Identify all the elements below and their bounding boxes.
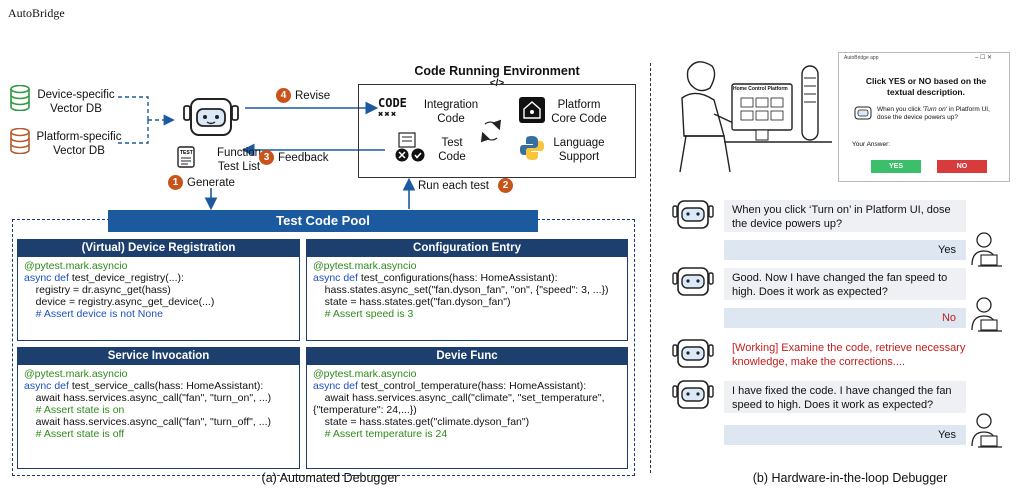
person-at-computer-illustration bbox=[679, 61, 832, 173]
window-question: When you click 'Turn on' in Platform UI,… bbox=[877, 106, 990, 121]
caption-left: (a) Automated Debugger bbox=[261, 471, 399, 485]
card-title: Service Invocation bbox=[18, 348, 299, 365]
card-title: Configuration Entry bbox=[307, 240, 627, 257]
code-line: @pytest.mark.asyncio bbox=[24, 368, 128, 380]
card-devie-func: Devie Func @pytest.mark.asyncio async de… bbox=[306, 347, 628, 469]
caption-right: (b) Hardware-in-the-loop Debugger bbox=[752, 471, 948, 485]
robot-icon bbox=[183, 98, 239, 136]
device-db-label: Device-specific Vector DB bbox=[37, 89, 115, 115]
chat-message-1: When you click ‘Turn on’ in Platform UI,… bbox=[724, 200, 966, 232]
platform-db-icon bbox=[10, 128, 30, 154]
env-title: Code Running Environment bbox=[414, 64, 580, 78]
code-icon-glyphs: ✖✖✖ bbox=[378, 110, 398, 120]
code-line: @pytest.mark.asyncio bbox=[24, 260, 128, 272]
env-tag: </> bbox=[489, 78, 505, 89]
language-support-label: Language Support bbox=[553, 137, 605, 163]
code-line: registry = dr.async_get(hass) bbox=[24, 284, 171, 296]
person-icon bbox=[971, 297, 1003, 332]
app-title: AutoBridge bbox=[8, 6, 65, 20]
window-controls[interactable]: – ☐ ✕ bbox=[975, 55, 993, 61]
monitor-title: Home Control Platform bbox=[733, 86, 788, 92]
code-line: state = hass.states.get("fan.dyson_fan") bbox=[313, 296, 511, 308]
code-keyword: async def bbox=[313, 272, 358, 284]
step-3-badge: 3 bbox=[259, 150, 274, 165]
code-line: await hass.services.async_call("climate"… bbox=[313, 392, 605, 404]
code-line: state = hass.states.get("climate.dyson_f… bbox=[313, 416, 530, 428]
code-line: {"temperature": 24,...}) bbox=[313, 404, 417, 416]
card-title: (Virtual) Device Registration bbox=[18, 240, 299, 257]
code-line: test_service_calls(hass: HomeAssistant): bbox=[68, 380, 264, 392]
code-running-environment bbox=[358, 84, 636, 178]
panel-divider bbox=[650, 63, 651, 473]
code-line: await hass.services.async_call("fan", "t… bbox=[24, 392, 272, 404]
feedback-label: Feedback bbox=[278, 152, 329, 164]
revise-label: Revise bbox=[295, 90, 331, 102]
python-icon bbox=[520, 136, 544, 160]
code-line: test_configurations(hass: HomeAssistant)… bbox=[357, 272, 558, 284]
integration-code-label: Integration Code bbox=[423, 99, 479, 125]
svg-text:TEST: TEST bbox=[180, 150, 193, 156]
step-1-badge: 1 bbox=[168, 175, 183, 190]
your-answer-label: Your Answer: bbox=[852, 141, 891, 148]
test-list-icon: TEST bbox=[177, 146, 195, 168]
card-title: Devie Func bbox=[307, 348, 627, 365]
run-each-test-label: Run each test bbox=[418, 180, 489, 192]
no-button[interactable]: NO bbox=[937, 160, 987, 173]
code-keyword: async def bbox=[24, 272, 69, 284]
step-2-badge: 2 bbox=[498, 178, 513, 193]
code-keyword: async def bbox=[24, 380, 69, 392]
window-robot-icon bbox=[854, 106, 872, 120]
code-comment: # Assert state is off bbox=[24, 428, 125, 440]
person-icon bbox=[971, 413, 1003, 448]
code-comment: # Assert speed is 3 bbox=[313, 308, 414, 320]
card-configuration-entry: Configuration Entry @pytest.mark.asyncio… bbox=[306, 239, 628, 341]
code-line: hass.states.async_set("fan.dyson_fan", "… bbox=[313, 284, 609, 296]
robot-icon bbox=[672, 339, 714, 368]
code-keyword: async def bbox=[313, 380, 358, 392]
code-comment: # Assert temperature is 24 bbox=[313, 428, 448, 440]
window-prompt: Click YES or NO based on the textual des… bbox=[865, 76, 987, 97]
chat-answer-1: Yes bbox=[724, 240, 966, 260]
code-comment: # Assert device is not None bbox=[24, 308, 163, 320]
robot-icon bbox=[672, 380, 714, 409]
code-line: await hass.services.async_call("fan", "t… bbox=[24, 416, 271, 428]
chat-answer-4: Yes bbox=[724, 425, 966, 445]
code-line: test_device_registry(...): bbox=[68, 272, 184, 284]
test-code-icon bbox=[395, 132, 425, 162]
device-db-icon bbox=[10, 85, 30, 111]
person-icon bbox=[971, 232, 1003, 267]
home-assistant-icon bbox=[519, 97, 545, 123]
chat-message-4: I have fixed the code. I have changed th… bbox=[724, 381, 966, 413]
chat-working-message: [Working] Examine the code, retrieve nec… bbox=[732, 342, 966, 368]
platform-db-label: Platform-specific Vector DB bbox=[36, 131, 122, 157]
chat-message-2: Good. Now I have changed the fan speed t… bbox=[724, 268, 966, 300]
robot-icon bbox=[672, 267, 714, 296]
code-line: device = registry.async_get_device(...) bbox=[24, 296, 215, 308]
code-line: test_control_temperature(hass: HomeAssis… bbox=[357, 380, 587, 392]
chat-answer-2: No bbox=[724, 308, 966, 328]
code-icon: CODE bbox=[378, 96, 407, 110]
test-code-label: Test Code bbox=[438, 137, 466, 163]
robot-icon bbox=[672, 200, 714, 229]
function-test-list-label: Function Test List bbox=[216, 147, 262, 173]
card-device-registration: (Virtual) Device Registration @pytest.ma… bbox=[17, 239, 300, 341]
app-window-title: AutoBridge app bbox=[844, 55, 879, 61]
yes-button[interactable]: YES bbox=[871, 160, 921, 173]
platform-core-code-label: Platform Core Code bbox=[551, 99, 607, 125]
test-code-pool-title: Test Code Pool bbox=[108, 210, 538, 232]
step-4-badge: 4 bbox=[276, 88, 291, 103]
code-comment: # Assert state is on bbox=[24, 404, 125, 416]
code-line: @pytest.mark.asyncio bbox=[313, 260, 417, 272]
code-line: @pytest.mark.asyncio bbox=[313, 368, 417, 380]
card-service-invocation: Service Invocation @pytest.mark.asyncio … bbox=[17, 347, 300, 469]
generate-label: Generate bbox=[187, 177, 235, 189]
